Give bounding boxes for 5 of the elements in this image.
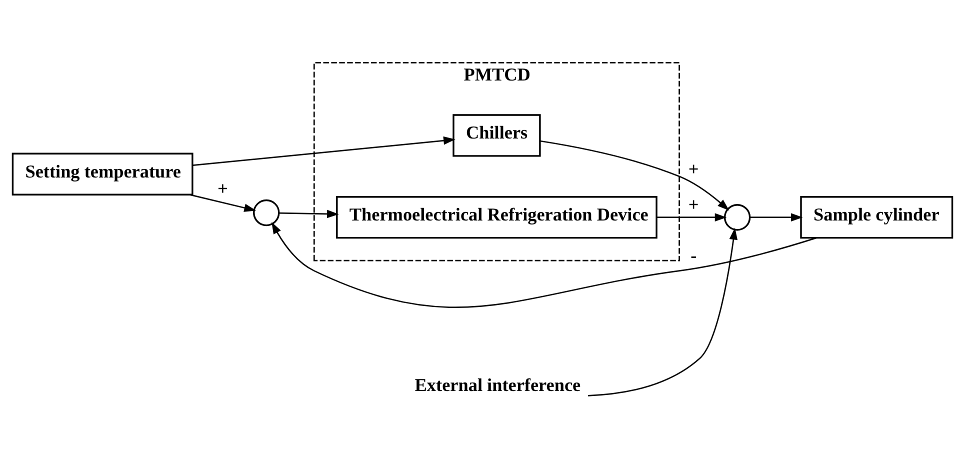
edge-label: +: [688, 158, 699, 179]
node-text: External interference: [414, 374, 581, 395]
edge-label: +: [217, 178, 228, 198]
edge-label: -: [690, 244, 697, 265]
edge-label: +: [688, 194, 699, 214]
